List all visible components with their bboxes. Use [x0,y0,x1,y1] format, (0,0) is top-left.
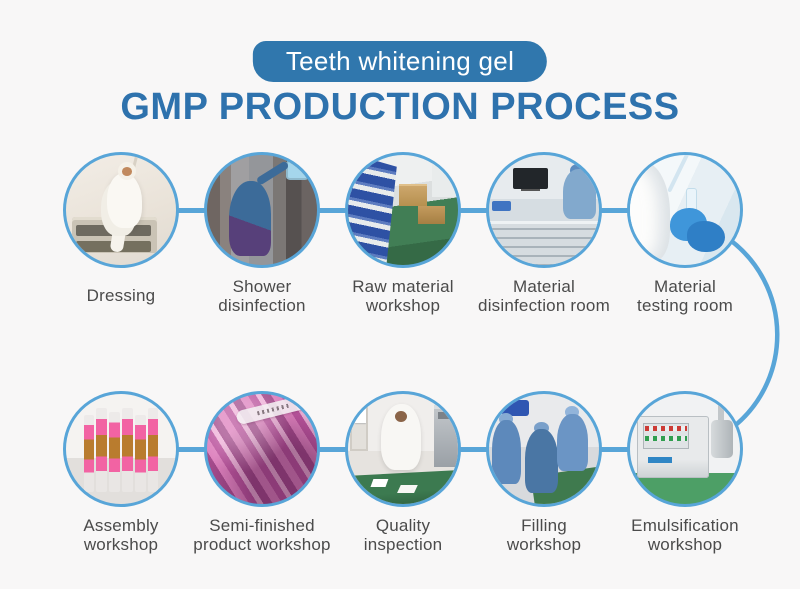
step-label-raw-material-workshop: Raw material workshop [352,276,454,315]
step-label-shower-disinfection: Shower disinfection [218,276,306,315]
step-label-dressing: Dressing [86,286,156,306]
monitor [513,168,549,190]
step-filling-workshop: Filling workshop [486,391,602,554]
photo-quality-inspection [345,391,461,507]
banner-label: Teeth whitening gel [285,46,515,76]
inspection-paper [396,485,417,493]
step-label-semi-finished-product-workshop: Semi-finished product workshop [193,515,331,554]
step-label-material-disinfection-room: Material disinfection room [478,276,610,315]
equipment-cabinet [433,405,458,467]
step-emulsification-workshop: Emulsification workshop [627,391,743,554]
step-raw-material-workshop: Raw material workshop [345,152,461,315]
step-shower-disinfection: Shower disinfection [204,152,320,315]
machine-pipe [718,399,724,422]
gel-pen-cluster [83,408,159,492]
banner-ribbon: Teeth whitening gel [252,41,548,82]
worker-figure [229,181,271,257]
wall [431,161,458,197]
worker-figure [106,172,142,228]
worker-arm [256,160,290,186]
step-label-emulsification-workshop: Emulsification workshop [631,515,739,554]
step-label-material-testing-room: Material testing room [637,276,733,315]
gel-pen [83,414,95,492]
step-material-testing-room: Material testing room [627,152,743,315]
step-material-disinfection-room: Material disinfection room [478,152,610,315]
photo-raw-material-workshop [345,152,461,268]
control-panel [288,161,308,179]
pipette [667,155,692,194]
photo-material-disinfection-room [486,152,602,268]
worker-figure [557,413,588,471]
cardboard-box [418,205,445,225]
step-label-filling-workshop: Filling workshop [506,515,582,554]
photo-semi-finished-product-workshop [204,391,320,507]
worker-face [395,410,408,422]
photo-dressing [63,152,179,268]
inspection-paper [370,478,389,487]
gel-pen [109,411,120,492]
gel-pen [121,408,133,492]
worker-figure [525,429,559,493]
step-quality-inspection: Quality inspection [345,391,461,554]
photo-filling-workshop [486,391,602,507]
lab-coat [630,161,670,261]
photo-shower-disinfection [204,152,320,268]
step-semi-finished-product-workshop: Semi-finished product workshop [193,391,330,554]
wall-notice [354,405,366,423]
button-row-green [645,435,688,442]
gel-pen [147,408,159,492]
step-dressing: Dressing [63,152,179,305]
blue-bin [502,399,529,416]
worker-figure [492,420,521,485]
gel-pen [96,408,108,492]
worker-figure [562,169,596,219]
stainless-table [489,221,599,265]
photo-material-testing-room [627,152,743,268]
blue-tray [492,201,511,212]
step-assembly-workshop: Assembly workshop [63,391,179,554]
step-label-assembly-workshop: Assembly workshop [83,515,159,554]
page-title: GMP PRODUCTION PROCESS [120,86,680,128]
blue-storage-racks [348,155,397,265]
mixing-tank [711,420,734,458]
photo-emulsification-workshop [627,391,743,507]
worker-face [122,167,132,176]
photo-assembly-workshop [63,391,179,507]
step-label-quality-inspection: Quality inspection [363,515,443,554]
machine-label [647,456,672,464]
blue-glove [687,221,725,252]
button-row-red [645,425,688,432]
gel-pen [134,414,146,492]
cardboard-box [398,183,428,206]
